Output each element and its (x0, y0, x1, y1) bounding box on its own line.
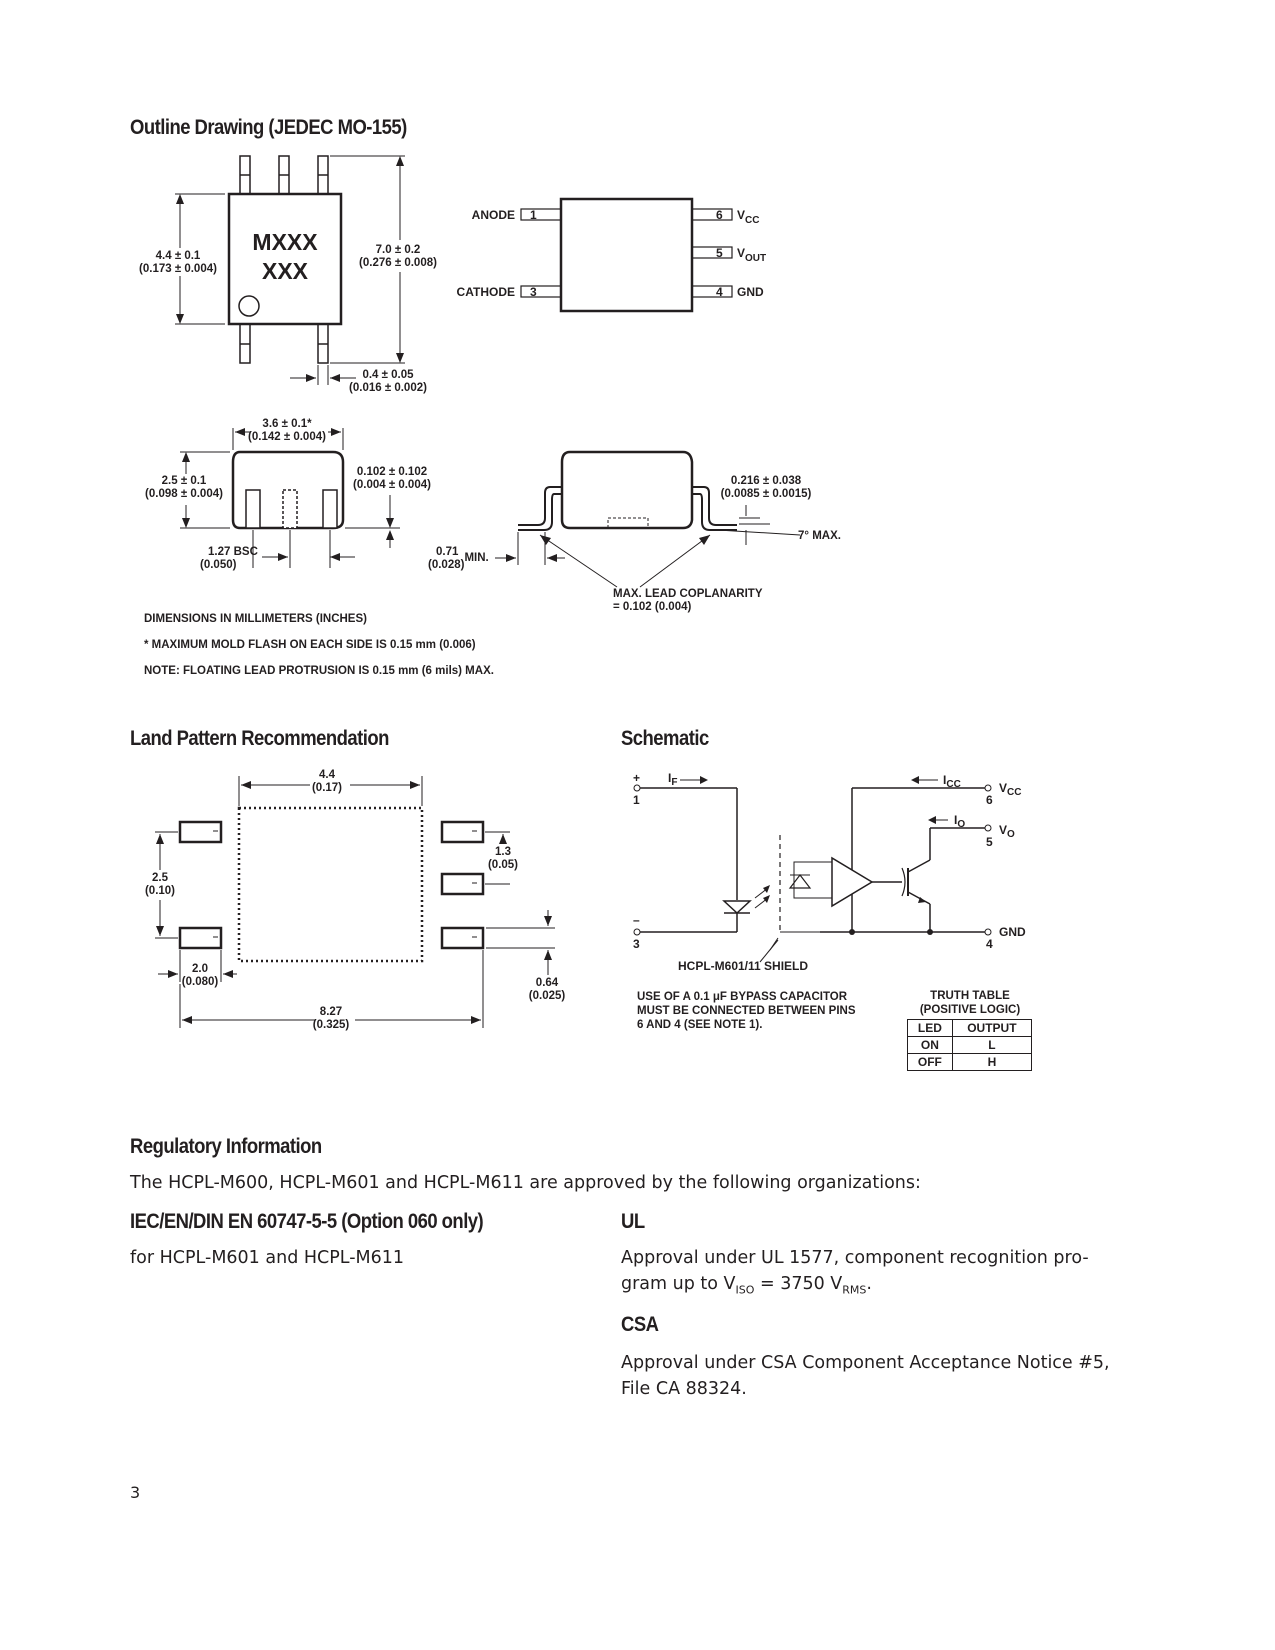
page-number: 3 (130, 1483, 141, 1502)
note-dimensions: DIMENSIONS IN MILLIMETERS (INCHES) (144, 613, 367, 625)
dim-min: 0.71 (0.028)MIN. (428, 546, 489, 571)
ul-heading: UL (621, 1210, 645, 1233)
csa-heading: CSA (621, 1313, 659, 1336)
schem-node-4: 4 (986, 937, 993, 951)
pin-number-6: 6 (716, 208, 723, 222)
land-dim-2-0: 2.0(0.080) (181, 963, 219, 988)
pin-label-vcc: VCC (737, 208, 759, 226)
truth-table: LED OUTPUT ON L OFF H (907, 1019, 1033, 1071)
pin1-marker (238, 295, 260, 317)
land-pad (178, 820, 223, 844)
outline-drawing: MXXX XXX ANODE 1 CATHODE 3 6 VCC 5 VOUT … (175, 155, 801, 588)
land-pad (440, 872, 485, 896)
dim-pitch: 1.27 BSC (0.050) (200, 546, 258, 571)
pin-label-anode: ANODE (472, 208, 515, 222)
dim-body-width: 3.6 ± 0.1*(0.142 ± 0.004) (248, 418, 326, 443)
dim-standoff: 0.102 ± 0.102(0.004 ± 0.004) (353, 466, 431, 491)
schem-vcc: VCC (999, 781, 1021, 798)
truth-cell: OFF (907, 1053, 953, 1071)
pin-label-vout: VOUT (737, 246, 766, 264)
note-mold-flash: * MAXIMUM MOLD FLASH ON EACH SIDE IS 0.1… (144, 639, 476, 651)
schematic-drawing: + 1 – 3 IF ICC IO VCC 6 VO 5 GND 4 HCPL-… (633, 771, 1026, 973)
truth-header-output: OUTPUT (951, 1019, 1033, 1037)
note-lead-protrusion: NOTE: FLOATING LEAD PROTRUSION IS 0.15 m… (144, 665, 494, 677)
dim-height: 2.5 ± 0.1(0.098 ± 0.004) (145, 475, 223, 500)
iec-text: for HCPL-M601 and HCPL-M611 (130, 1248, 405, 1268)
land-dim-4-4: 4.4(0.17) (311, 769, 343, 794)
ul-text: Approval under UL 1577, component recogn… (621, 1248, 1089, 1297)
pin-number-5: 5 (716, 246, 723, 260)
truth-cell: H (951, 1053, 1033, 1071)
land-dim-0-64: 0.64(0.025) (528, 977, 566, 1002)
marking-line2: XXX (262, 258, 309, 284)
land-pad (178, 926, 223, 950)
land-dim-8-27: 8.27(0.325) (312, 1006, 350, 1031)
package-end-view (560, 450, 694, 530)
land-pattern-heading: Land Pattern Recommendation (130, 727, 389, 750)
dim-length: 7.0 ± 0.2(0.276 ± 0.008) (359, 244, 437, 269)
schem-node-6: 6 (986, 793, 993, 807)
schem-io: IO (954, 813, 965, 830)
pin-number-4: 4 (716, 285, 723, 299)
schem-icc: ICC (943, 773, 961, 790)
pin-number-1: 1 (530, 208, 537, 222)
dim-lead-angle: 7° MAX. (798, 530, 841, 542)
regulatory-heading: Regulatory Information (130, 1135, 322, 1158)
schem-node-3: 3 (633, 937, 640, 951)
pinout-package (559, 197, 694, 313)
csa-text: Approval under CSA Component Acceptance … (621, 1353, 1110, 1399)
schem-minus: – (633, 913, 640, 927)
iec-heading: IEC/EN/DIN EN 60747-5-5 (Option 060 only… (130, 1210, 484, 1233)
land-pad (440, 926, 485, 950)
schem-if: IF (668, 771, 677, 788)
schem-gnd: GND (999, 925, 1026, 939)
bypass-note: USE OF A 0.1 μF BYPASS CAPACITOR MUST BE… (637, 991, 856, 1031)
pin-label-cathode: CATHODE (457, 285, 515, 299)
marking-line1: MXXX (252, 229, 318, 255)
land-pattern-drawing (155, 776, 555, 1028)
land-dim-2-5: 2.5(0.10) (144, 872, 176, 897)
regulatory-intro: The HCPL-M600, HCPL-M601 and HCPL-M611 a… (130, 1173, 921, 1193)
schem-node-1: 1 (633, 793, 640, 807)
outline-heading: Outline Drawing (JEDEC MO-155) (130, 116, 407, 139)
schem-plus: + (633, 771, 640, 785)
land-dim-1-3: 1.3(0.05) (487, 846, 519, 871)
dim-width: 4.4 ± 0.1(0.173 ± 0.004) (139, 250, 217, 275)
schem-node-5: 5 (986, 835, 993, 849)
lead-coplanarity: MAX. LEAD COPLANARITY= 0.102 (0.004) (613, 588, 763, 613)
land-pad (440, 820, 485, 844)
dim-lead-width: 0.4 ± 0.05(0.016 ± 0.002) (349, 369, 427, 394)
schem-shield-label: HCPL-M601/11 SHIELD (678, 959, 808, 973)
schematic-heading: Schematic (621, 727, 709, 750)
dim-lead-thickness: 0.216 ± 0.038(0.0085 ± 0.0015) (720, 475, 812, 500)
truth-header-led: LED (907, 1019, 953, 1037)
schem-vo: VO (999, 823, 1015, 840)
table-row: ON L (907, 1036, 1033, 1054)
table-row: OFF H (907, 1053, 1033, 1071)
pin-number-3: 3 (530, 285, 537, 299)
truth-table-title: TRUTH TABLE (POSITIVE LOGIC) (919, 990, 1021, 1016)
truth-cell: ON (907, 1036, 953, 1054)
pin-label-gnd: GND (737, 285, 764, 299)
truth-cell: L (951, 1036, 1033, 1054)
